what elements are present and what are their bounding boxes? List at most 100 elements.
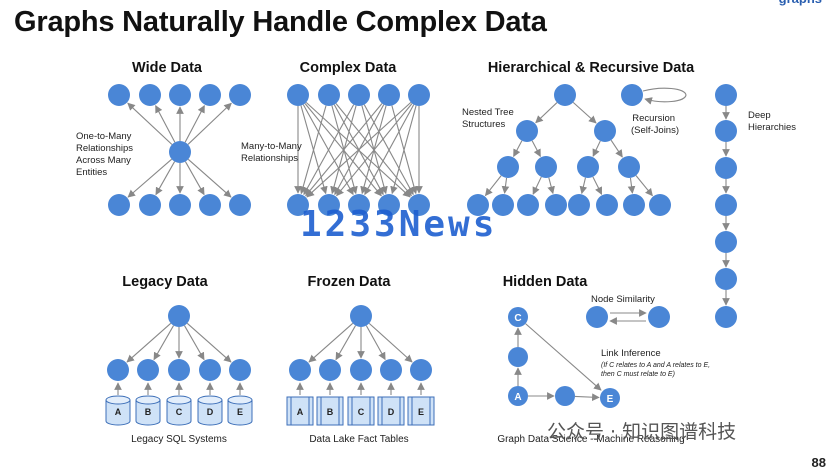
slide: Graphs Naturally Handle Complex Data gra… (14, 0, 826, 470)
graph-node (139, 194, 161, 216)
self-loop-arrow (642, 87, 687, 105)
graph-node (715, 157, 737, 179)
node-e-mid (555, 386, 575, 406)
table-label: E (418, 407, 424, 417)
graph-node (715, 194, 737, 216)
graph-node (229, 84, 251, 106)
cylinder-body (197, 400, 223, 426)
edge-arrow (299, 105, 327, 195)
graph-node (516, 120, 538, 142)
edge-arrow (126, 322, 172, 363)
edge-arrow (187, 102, 232, 145)
graph-node (199, 359, 221, 381)
cylinder-top (227, 395, 253, 405)
edge-arrow (187, 158, 232, 198)
similarity-node-a (586, 306, 608, 328)
cylinder-body (105, 400, 131, 426)
graph-node (408, 84, 430, 106)
graph-node (319, 359, 341, 381)
edge-arrow (579, 177, 588, 195)
edge-arrow (525, 323, 602, 391)
graph-node (199, 194, 221, 216)
edge-arrow (484, 175, 502, 197)
edge-arrow (574, 393, 600, 402)
complex-data-label: Many-to-Many Relationships (241, 141, 304, 164)
edge-arrow (127, 102, 173, 145)
graph-node (492, 194, 514, 216)
recursion-label-line: (Self-Joins) (631, 125, 679, 136)
edge-arrow (365, 325, 386, 361)
node-similarity-label: Node Similarity (591, 294, 655, 305)
wechat-watermark: 公众号 · 知识图谱科技 (547, 421, 737, 443)
graph-node (715, 231, 737, 253)
edge-arrow (155, 161, 176, 196)
graph-node (108, 84, 130, 106)
edge-arrow (153, 325, 175, 361)
edges-layer (114, 87, 730, 402)
edge-arrow (635, 175, 653, 197)
edge-arrow (127, 158, 173, 198)
node-label-e: E (607, 394, 614, 405)
graph-node (545, 194, 567, 216)
edge-arrow (303, 104, 355, 196)
graph-node (348, 194, 370, 216)
graph-node (107, 359, 129, 381)
deep-hierarchies-label: Deep Hierarchies (748, 110, 796, 133)
graph-node (410, 359, 432, 381)
graph-node (169, 194, 191, 216)
graph-node (168, 359, 190, 381)
graph-node (623, 194, 645, 216)
similarity-node-b (648, 306, 670, 328)
graph-node (137, 359, 159, 381)
watermark-text: 1233News (300, 204, 498, 245)
node-c (508, 307, 528, 327)
fact-table (286, 396, 314, 426)
frozen-caption: Data Lake Fact Tables (309, 434, 408, 445)
fact-table (347, 396, 375, 426)
graph-node (378, 84, 400, 106)
cylinder-body (135, 400, 161, 426)
edge-arrow (364, 104, 415, 196)
table-label: C (358, 407, 365, 417)
edge-arrow (592, 140, 601, 157)
graph-node (348, 84, 370, 106)
edge-arrow (186, 322, 232, 363)
cylinder-top (197, 395, 223, 405)
edge-arrow (610, 139, 623, 158)
node-e (600, 388, 620, 408)
edge-arrow (335, 325, 357, 361)
cylinder-body (227, 400, 253, 426)
graph-node (715, 268, 737, 290)
cylinder-top (135, 395, 161, 405)
edge-arrow (155, 104, 176, 143)
node-a (508, 386, 528, 406)
edge-arrow (532, 176, 542, 195)
node-middle (508, 347, 528, 367)
diagram-canvas: Wide Data Complex Data Hierarchical & Re… (76, 60, 796, 445)
recursion-label: Recursion (Self-Joins) (631, 113, 679, 136)
graph-node (517, 194, 539, 216)
recursion-label-line: Recursion (632, 113, 675, 124)
edge-arrow (305, 103, 383, 197)
hidden-data-title: Hidden Data (503, 274, 589, 290)
link-inference-title: Link Inference (601, 348, 661, 359)
frozen-root-node (350, 305, 372, 327)
graph-node (467, 194, 489, 216)
graph-node (229, 359, 251, 381)
link-desc-line: then C must relate to E) (601, 371, 675, 378)
graph-node (497, 156, 519, 178)
graph-node (378, 194, 400, 216)
fact-table (316, 396, 344, 426)
corner-logo: graphs (779, 0, 822, 6)
graph-node (596, 194, 618, 216)
edge-arrow (531, 140, 541, 158)
graph-node (380, 359, 402, 381)
cylinder-top (105, 395, 131, 405)
fact-table (377, 396, 405, 426)
wide-label-line: One-to-Many (76, 131, 132, 142)
wide-label-line: Entities (76, 167, 107, 178)
edge-arrow (336, 103, 413, 197)
graph-node (715, 84, 737, 106)
deep-label-line: Deep (748, 110, 771, 121)
graph-node (318, 84, 340, 106)
